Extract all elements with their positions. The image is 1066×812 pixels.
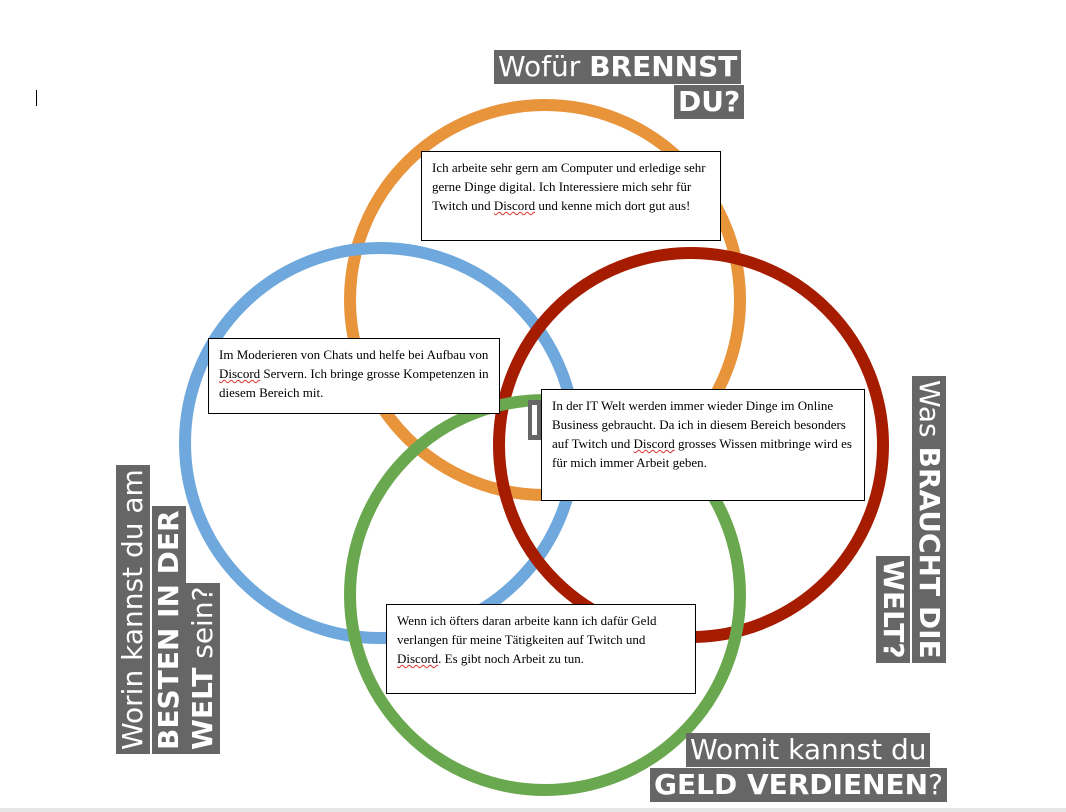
label-skill-line2: BESTEN IN DER — [152, 506, 186, 754]
spellcheck-word: Discord — [219, 366, 261, 381]
spellcheck-word: Discord — [397, 651, 439, 666]
label-money-line1: Womit kannst du — [686, 733, 931, 767]
need-textbox[interactable]: In der IT Welt werden immer wieder Dinge… — [541, 389, 865, 501]
text-cursor — [36, 90, 37, 106]
skill-textbox[interactable]: Im Moderieren von Chats und helfe bei Au… — [208, 338, 500, 414]
skill-circle — [179, 242, 581, 644]
spellcheck-word: Discord — [493, 198, 536, 213]
label-need-line2: WELT? — [876, 556, 910, 663]
passion-textbox[interactable]: Ich arbeite sehr gern am Computer und er… — [421, 151, 721, 241]
page-bottom-edge — [0, 808, 1066, 812]
label-need-line1: Was BRAUCHT DIE — [912, 376, 946, 663]
label-skill-line1: Worin kannst du am — [116, 465, 150, 754]
label-skill-line3: WELT sein? — [186, 582, 220, 754]
money-textbox[interactable]: Wenn ich öfters daran arbeite kann ich d… — [386, 604, 696, 694]
spellcheck-word: Discord — [633, 436, 675, 451]
label-passion-line1: Wofür BRENNST — [494, 50, 742, 84]
label-money-line2: GELD VERDIENEN? — [650, 768, 947, 802]
label-passion-line2: DU? — [674, 85, 745, 119]
